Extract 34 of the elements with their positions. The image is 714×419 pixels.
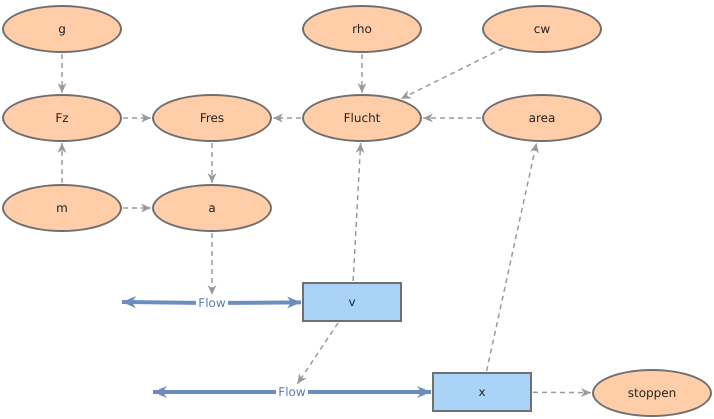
node-label: a xyxy=(208,201,216,215)
arrow xyxy=(273,114,301,122)
arrow xyxy=(296,322,339,384)
arrow xyxy=(486,142,539,372)
arrow xyxy=(58,54,66,93)
flow-label: Flow xyxy=(197,296,227,310)
arrow xyxy=(58,143,66,183)
node-label: g xyxy=(58,22,66,36)
node-label: Fres xyxy=(200,111,224,125)
node-label: Flucht xyxy=(344,111,380,125)
node-label: stoppen xyxy=(628,386,676,400)
process-box xyxy=(302,282,402,322)
arrow xyxy=(208,143,216,183)
node-label: v xyxy=(348,295,356,309)
node-label: rho xyxy=(352,22,372,36)
flow-arrow xyxy=(153,386,276,398)
arrow xyxy=(400,48,504,100)
flow-arrow xyxy=(228,296,302,308)
arrow xyxy=(123,204,151,212)
arrow xyxy=(208,233,216,295)
node-label: area xyxy=(528,111,556,125)
arrow xyxy=(352,142,365,282)
node-label: cw xyxy=(534,22,550,36)
flow-arrow xyxy=(122,296,196,308)
node-label: m xyxy=(56,201,68,215)
flow-arrow xyxy=(308,386,431,398)
node-label: Fz xyxy=(55,111,69,125)
arrow xyxy=(358,54,366,93)
node-label: x xyxy=(478,385,486,399)
arrow xyxy=(533,388,592,398)
arrow xyxy=(123,114,151,122)
arrow xyxy=(423,114,481,122)
process-box xyxy=(432,372,532,412)
flow-label: Flow xyxy=(277,385,307,399)
